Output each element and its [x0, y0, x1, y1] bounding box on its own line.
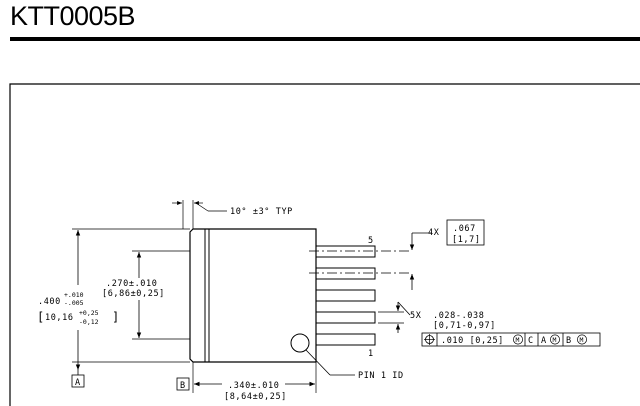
position-tolerance-frame: .010 [0,25] M C A M B M [421, 332, 601, 347]
pin1-id-leader [305, 349, 331, 376]
height-bracket-open: [ [37, 310, 45, 324]
height-mm-nominal: 10,16 [45, 313, 74, 323]
tolerance-value: .010 [0,25] [441, 336, 504, 346]
page-title: KTT0005B [10, 1, 136, 31]
body-height-in: .270±.010 [106, 279, 157, 289]
datum-ref-c: C [528, 336, 534, 346]
pin-1-label: 1 [368, 349, 374, 359]
lead-5 [315, 245, 376, 258]
datum-b-box [176, 377, 190, 391]
datum-a-box [71, 374, 85, 388]
pitch-mm: [1,7] [452, 235, 481, 245]
pitch-in: .067 [453, 224, 476, 234]
position-icon [424, 334, 435, 345]
lead-3 [315, 289, 376, 302]
lead-width-leader [397, 301, 411, 316]
body-length-in: .340±.010 [228, 381, 279, 391]
height-mm-tol-plus: +0,25 [79, 309, 99, 317]
height-in-tol-plus: +.010 [64, 291, 84, 299]
datum-b-mmc: M [580, 336, 584, 344]
taper-angle-label: 10° ±3° TYP [230, 207, 293, 217]
height-in-nominal: .400 [38, 297, 61, 307]
lead-1 [315, 333, 376, 346]
lead-4 [315, 267, 376, 280]
datum-a-mmc-icon [550, 334, 560, 345]
pin-5-label: 5 [368, 236, 374, 246]
body-length-mm: [8,64±0,25] [224, 392, 287, 402]
datum-a-label: A [75, 378, 81, 388]
taper-leader [195, 202, 209, 212]
datum-a-mmc: M [553, 336, 557, 344]
lead-width-in: .028-.038 [433, 311, 484, 321]
height-in-tol-minus: -.005 [64, 299, 84, 307]
pitch-count: 4X [428, 228, 440, 238]
mmc-modifier: M [516, 336, 520, 344]
pin1-id-circle [290, 333, 310, 353]
datum-b-mmc-icon [577, 334, 587, 345]
lead-width-count: 5X [410, 311, 422, 321]
drawing-frame [9, 83, 640, 406]
pin1-id-label: PIN 1 ID [358, 371, 404, 381]
height-bracket-close: ] [112, 310, 120, 324]
pitch-basic-box [446, 219, 485, 246]
title-rule [10, 37, 640, 41]
datum-ref-b: B [566, 336, 572, 346]
datum-b-label: B [180, 381, 186, 391]
datum-ref-a: A [541, 336, 547, 346]
mmc-modifier-icon [513, 334, 523, 345]
body-height-mm: [6,86±0,25] [102, 289, 165, 299]
lead-2 [315, 311, 376, 324]
height-mm-tol-minus: -0,12 [79, 318, 99, 326]
lead-width-mm: [0,71-0,97] [433, 321, 496, 331]
